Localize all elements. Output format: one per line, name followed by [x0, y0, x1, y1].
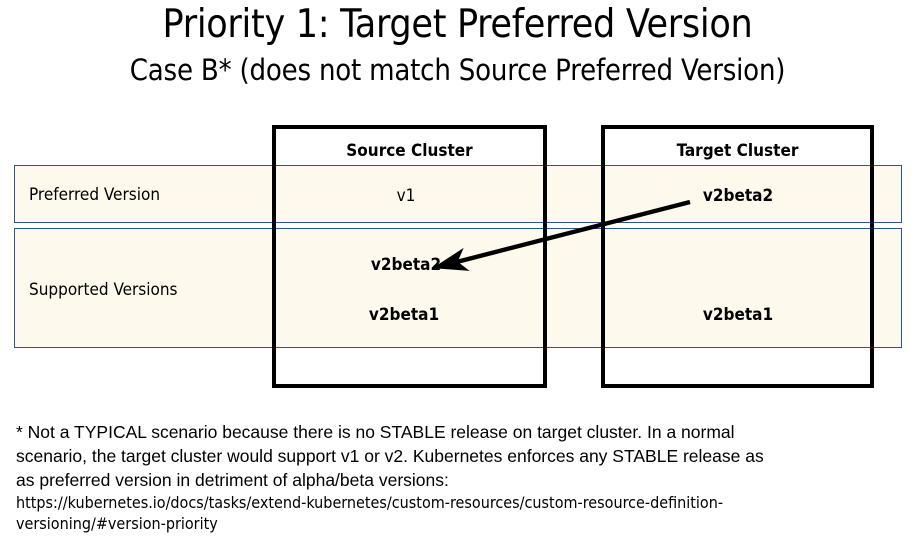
page-title: Priority 1: Target Preferred Version — [162, 2, 753, 47]
source-supported-version-value-2: v2beta1 — [368, 305, 440, 325]
target-cluster-title: Target Cluster — [605, 141, 870, 161]
source-supported-version-value-1: v2beta2 — [370, 255, 442, 275]
footnote-line-3: as preferred version in detriment of alp… — [16, 470, 449, 490]
source-preferred-version-value: v1 — [396, 186, 416, 206]
footnote-line-1: * Not a TYPICAL scenario because there i… — [16, 422, 735, 442]
page-subtitle: Case B* (does not match Source Preferred… — [129, 53, 786, 87]
footnote: * Not a TYPICAL scenario because there i… — [16, 420, 896, 534]
target-preferred-version-value: v2beta2 — [702, 186, 774, 206]
footnote-url-line-1[interactable]: https://kubernetes.io/docs/tasks/extend-… — [16, 493, 724, 512]
source-cluster-title: Source Cluster — [276, 141, 543, 161]
footnote-line-2: scenario, the target cluster would suppo… — [16, 446, 764, 466]
row-label-supported-versions: Supported Versions — [29, 280, 178, 300]
target-supported-version-value-1: v2beta1 — [702, 305, 774, 325]
footnote-url-line-2[interactable]: versioning/#version-priority — [16, 514, 218, 533]
table-row-supported-versions: Supported Versions — [14, 228, 902, 348]
row-label-preferred-version: Preferred Version — [29, 185, 161, 205]
